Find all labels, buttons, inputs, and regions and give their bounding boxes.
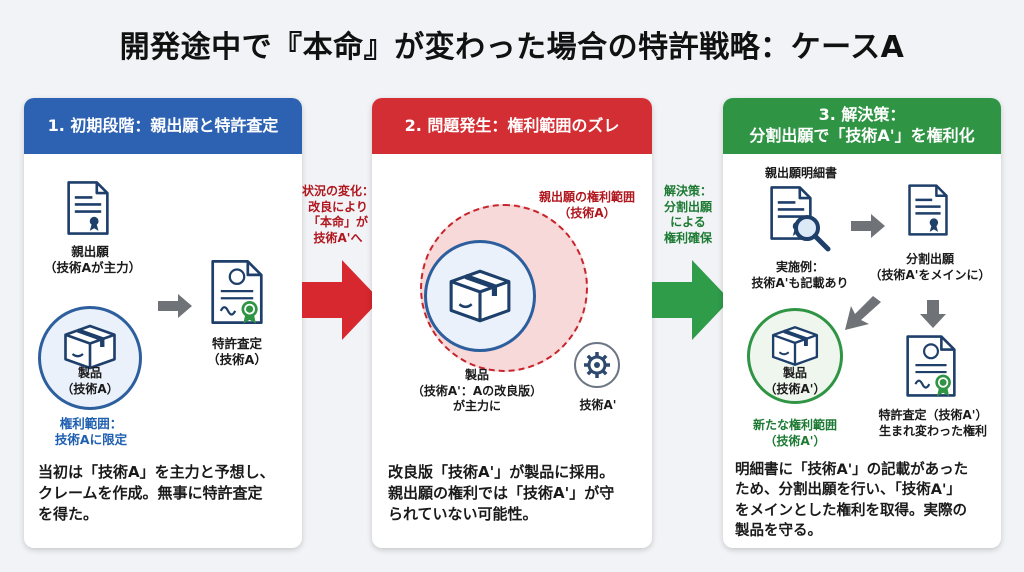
scope-label: 権利範囲： 技術Aに限定 — [54, 416, 128, 448]
panel-1-description: 当初は「技術A」を主力と予想し、 クレームを作成。無事に特許査定 を得た。 — [38, 463, 275, 523]
situation-change-label: 状況の変化： 改良により 「本命」が 技術A'へ — [301, 184, 374, 245]
patent-grant-label: 特許査定 （技術A） — [207, 336, 267, 368]
patent-certificate-icon — [210, 258, 264, 326]
red-transition-arrow — [302, 260, 380, 340]
product-circle — [38, 306, 142, 410]
divisional-application-label: 分割出願 （技術A'をメインに） — [869, 252, 991, 282]
magnifier-icon — [794, 215, 831, 252]
gear-icon — [584, 352, 610, 378]
specification-label: 親出願明細書 — [764, 166, 837, 180]
panel-1-header: 1. 初期段階：親出願と特許査定 — [24, 98, 302, 154]
tech-a-prime-label: 技術A' — [579, 398, 617, 412]
divisional-application-document-icon — [907, 182, 949, 238]
arrow-right-icon — [158, 294, 192, 318]
product-box-icon — [770, 324, 820, 368]
green-transition-arrow — [652, 260, 730, 340]
arrow-right-icon — [851, 214, 885, 238]
embodiment-label: 実施例： 技術A'も記載あり — [751, 260, 849, 290]
product-label: 製品 （技術A'：Aの改良版） が主力に — [411, 368, 543, 414]
parent-application-document-icon — [66, 178, 110, 238]
page-title: 開発途中で『本命』が変わった場合の特許戦略：ケースA — [119, 30, 905, 65]
new-scope-label: 新たな権利範囲 （技術A'） — [752, 418, 837, 448]
panel-problem: 2. 問題発生：権利範囲のズレ 親出願の権利範囲 （技術A） 製品 （技術A'：… — [372, 98, 652, 548]
panel-3-description: 明細書に「技術A'」の記載があった ため、分割出願を行い、「技術A'」 をメイン… — [735, 462, 969, 539]
panel-2-header: 2. 問題発生：権利範囲のズレ — [372, 98, 652, 154]
product-circle — [424, 240, 536, 352]
panel-2-description: 改良版「技術A'」が製品に採用。 親出願の権利では「技術A'」が守 られていない… — [388, 463, 615, 523]
product-box-icon — [62, 322, 118, 372]
panel-3-header: 3. 解決策： 分割出願で「技術A'」を権利化 — [723, 98, 1001, 154]
new-patent-certificate-icon — [905, 334, 957, 398]
product-label: 製品 （技術A） — [61, 366, 119, 396]
tech-a-prime-gear-circle — [574, 342, 620, 388]
panel-initial-stage: 1. 初期段階：親出願と特許査定 親出願 （技術Aが主力） 特許査定 （技術A）… — [24, 98, 302, 548]
product-circle — [747, 308, 843, 404]
panel-solution: 3. 解決策： 分割出願で「技術A'」を権利化 親出願明細書 実施例： 技術A'… — [723, 98, 1001, 548]
parent-scope-label: 親出願の権利範囲 （技術A） — [538, 190, 635, 220]
parent-application-label: 親出願 （技術Aが主力） — [44, 244, 142, 276]
solution-label: 解決策： 分割出願 による 権利確保 — [663, 184, 712, 245]
arrow-down-icon — [920, 300, 946, 328]
new-patent-label: 特許査定（技術A'） 生まれ変わった権利 — [878, 408, 988, 438]
arrow-down-left-icon — [845, 296, 881, 330]
product-label: 製品 （技術A'） — [764, 366, 826, 396]
product-box-icon — [447, 267, 513, 325]
